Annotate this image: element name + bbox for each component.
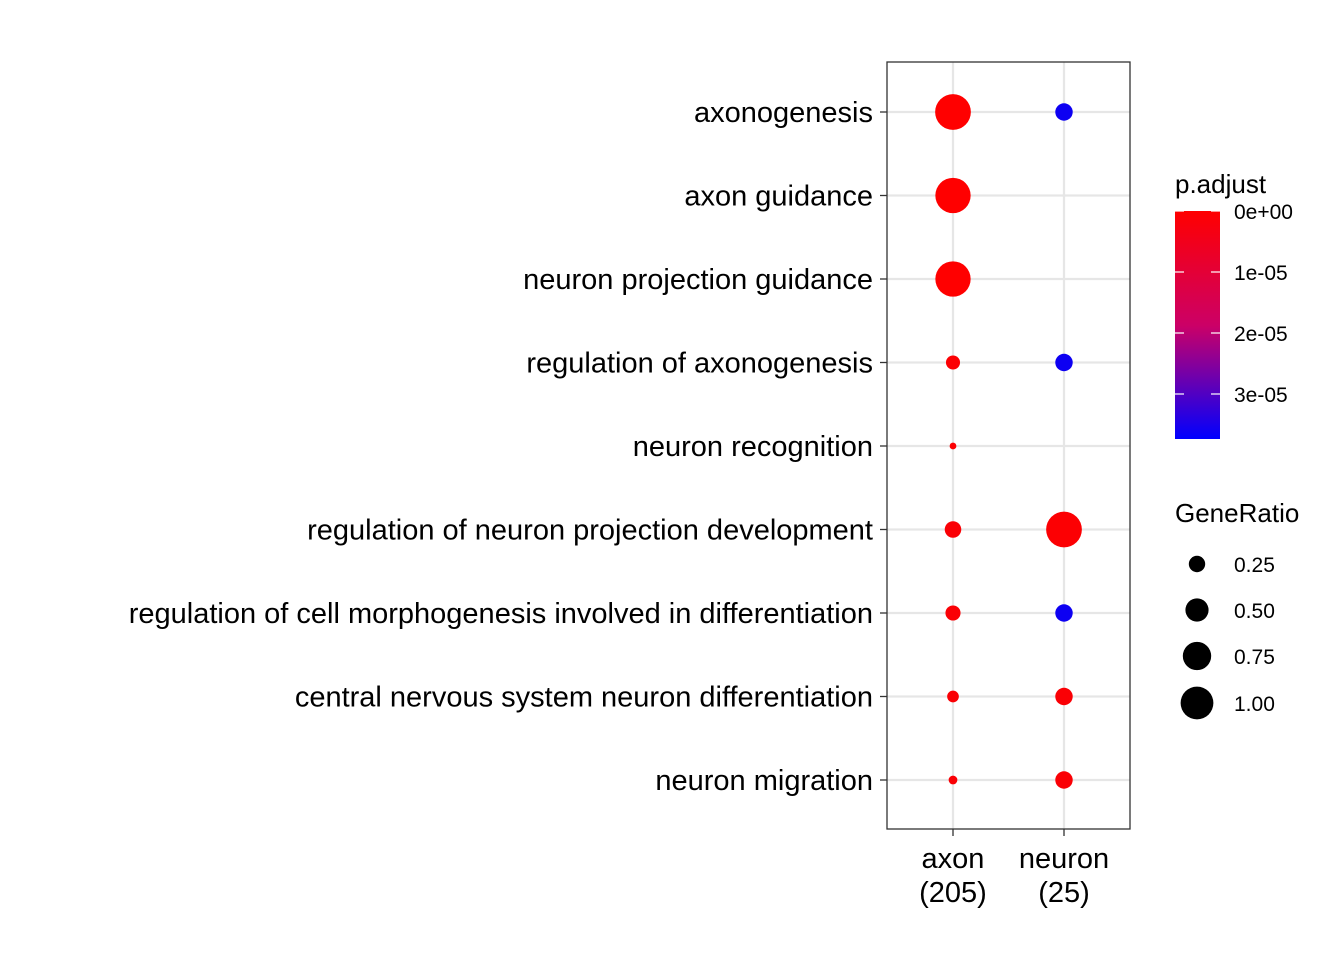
x-tick-label-count: (205)	[919, 877, 987, 909]
y-tick-label: regulation of neuron projection developm…	[307, 515, 873, 547]
data-point	[948, 775, 958, 785]
data-point	[1055, 353, 1073, 372]
plot-area: axonogenesis axon guidance neuron projecti…	[129, 61, 1131, 909]
data-point	[1055, 103, 1073, 121]
size-legend-label: 0.50	[1234, 600, 1275, 623]
data-point	[945, 605, 961, 621]
data-point	[1055, 771, 1073, 789]
data-point	[945, 355, 961, 370]
data-point	[947, 690, 959, 703]
color-legend-tick-label: 3e-05	[1234, 384, 1288, 407]
size-legend-key	[1182, 641, 1212, 671]
color-legend-bar	[1175, 211, 1220, 439]
data-point	[1055, 687, 1073, 706]
x-tick-label: axon	[922, 843, 985, 875]
y-tick-label: axonogenesis	[694, 97, 873, 129]
data-point	[935, 177, 971, 214]
size-legend-label: 1.00	[1234, 693, 1275, 716]
color-legend-tick-label: 1e-05	[1234, 262, 1288, 285]
size-legend-label: 0.25	[1234, 554, 1275, 577]
data-point	[949, 442, 957, 450]
size-legend-label: 0.75	[1234, 646, 1275, 669]
size-legend-key	[1185, 598, 1209, 622]
data-point	[1046, 511, 1082, 548]
y-tick-label: neuron recognition	[633, 431, 873, 463]
y-tick-label: neuron migration	[655, 765, 873, 797]
data-point	[935, 94, 971, 130]
size-legend-title: GeneRatio	[1175, 498, 1299, 528]
y-tick-label: neuron projection guidance	[523, 264, 873, 296]
x-tick-label-count: (25)	[1038, 877, 1090, 909]
color-legend-title: p.adjust	[1175, 169, 1267, 199]
color-legend-tick-label: 0e+00	[1234, 201, 1293, 224]
data-point	[935, 261, 971, 297]
size-legend-key	[1188, 555, 1206, 573]
y-tick-label: axon guidance	[684, 181, 873, 213]
x-tick-label: neuron	[1019, 843, 1109, 875]
data-point	[1055, 604, 1073, 622]
color-legend-tick-label: 2e-05	[1234, 323, 1288, 346]
data-point	[944, 521, 962, 538]
y-tick-label: central nervous system neuron differenti…	[295, 682, 873, 714]
y-tick-label: regulation of axonogenesis	[526, 348, 873, 380]
size-legend-key	[1180, 686, 1214, 720]
y-tick-label: regulation of cell morphogenesis involve…	[129, 598, 873, 630]
